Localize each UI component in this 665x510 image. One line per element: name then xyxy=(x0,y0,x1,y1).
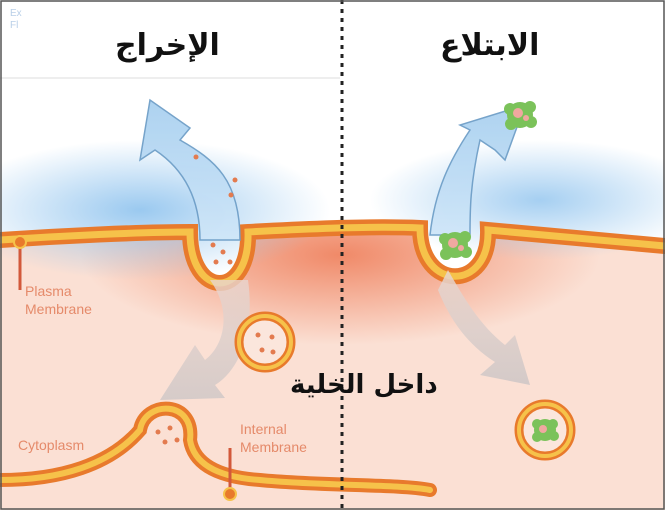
particle-icon xyxy=(504,101,537,130)
inside-cell-label: داخل الخلية xyxy=(290,370,438,400)
extracellular-fluid-label: Ex Fl xyxy=(10,8,22,32)
particle-icon xyxy=(439,231,472,260)
exocytosis-title: الإخراج xyxy=(115,28,220,63)
internal-membrane-label: Internal Membrane xyxy=(240,420,307,456)
vesicle-icon xyxy=(239,316,291,368)
plasma-membrane-label: Plasma Membrane xyxy=(25,282,92,318)
endocytosis-title: الابتلاع xyxy=(440,28,539,63)
cytoplasm-label: Cytoplasm xyxy=(18,436,84,454)
vesicle-icon xyxy=(519,404,571,456)
